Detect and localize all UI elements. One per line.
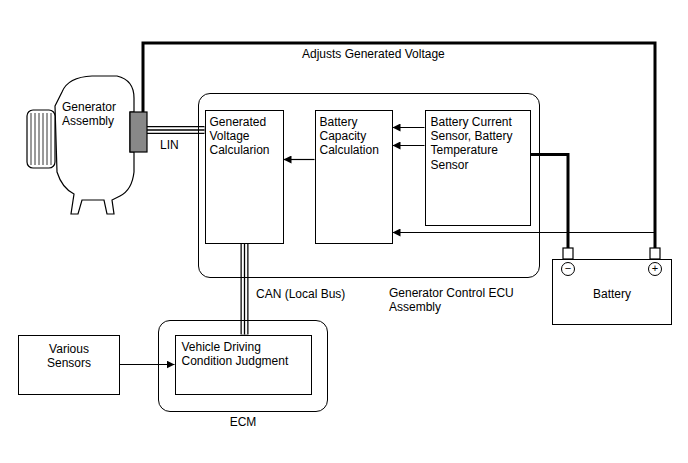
signal-arrow: [393, 127, 425, 128]
node-text: Battery Current Sensor, Battery Temperat…: [426, 111, 530, 177]
ecm-housing: ECMVehicle Driving Condition Judgment: [158, 320, 328, 412]
pulley-groove: [39, 113, 40, 165]
node-text: Generator Assembly: [62, 100, 130, 129]
signal-arrow: [120, 364, 175, 365]
wire: [143, 43, 655, 248]
pulley-groove: [31, 113, 32, 165]
pulley-groove: [51, 113, 52, 165]
node-text: Various Sensors: [19, 336, 119, 377]
signal-arrow: [284, 159, 315, 160]
wire: [147, 129, 205, 130]
generator-drawing: [22, 72, 150, 217]
battery-terminal: [563, 248, 573, 259]
signal-arrow: [393, 233, 656, 249]
edge-label: LIN: [158, 138, 181, 152]
sensor-box: Battery Current Sensor, Battery Temperat…: [425, 110, 531, 226]
bus-outer-line: [147, 126, 205, 134]
generator-connector: [130, 112, 147, 152]
process-box: Battery Capacity Calculation: [315, 110, 393, 244]
pulley-groove: [43, 113, 44, 165]
pulley-groove: [35, 113, 36, 165]
pulley: [27, 110, 55, 168]
ecu-housing: Generator Control ECU AssemblyGenerated …: [198, 93, 540, 278]
bus-inner-gap: [147, 127, 205, 133]
process-box: Generated Voltage Calcularion: [205, 110, 284, 244]
edge-label: CAN (Local Bus): [254, 287, 347, 301]
edge-label: Adjusts Generated Voltage: [300, 47, 447, 61]
terminal-circle: [562, 263, 575, 276]
generator-illustration: Generator Assembly: [22, 72, 150, 217]
signal-arrow: [393, 145, 425, 146]
node-text: Vehicle Driving Condition Judgment: [176, 336, 311, 373]
pulley-groove: [47, 113, 48, 165]
battery-terminal: [650, 248, 660, 259]
node-text: Battery Capacity Calculation: [316, 111, 392, 162]
generator-body: [55, 76, 134, 214]
node-text: ECM: [159, 415, 327, 429]
node-text: Generator Control ECU Assembly: [389, 286, 539, 315]
terminal-circle: [649, 263, 662, 276]
process-box: Vehicle Driving Condition Judgment: [175, 335, 312, 395]
sensor-box: Various Sensors: [18, 335, 120, 395]
wire: [531, 155, 569, 249]
node-text: Generated Voltage Calcularion: [206, 111, 283, 162]
terminal-sign: −: [562, 262, 574, 275]
terminal-sign: +: [649, 262, 661, 275]
